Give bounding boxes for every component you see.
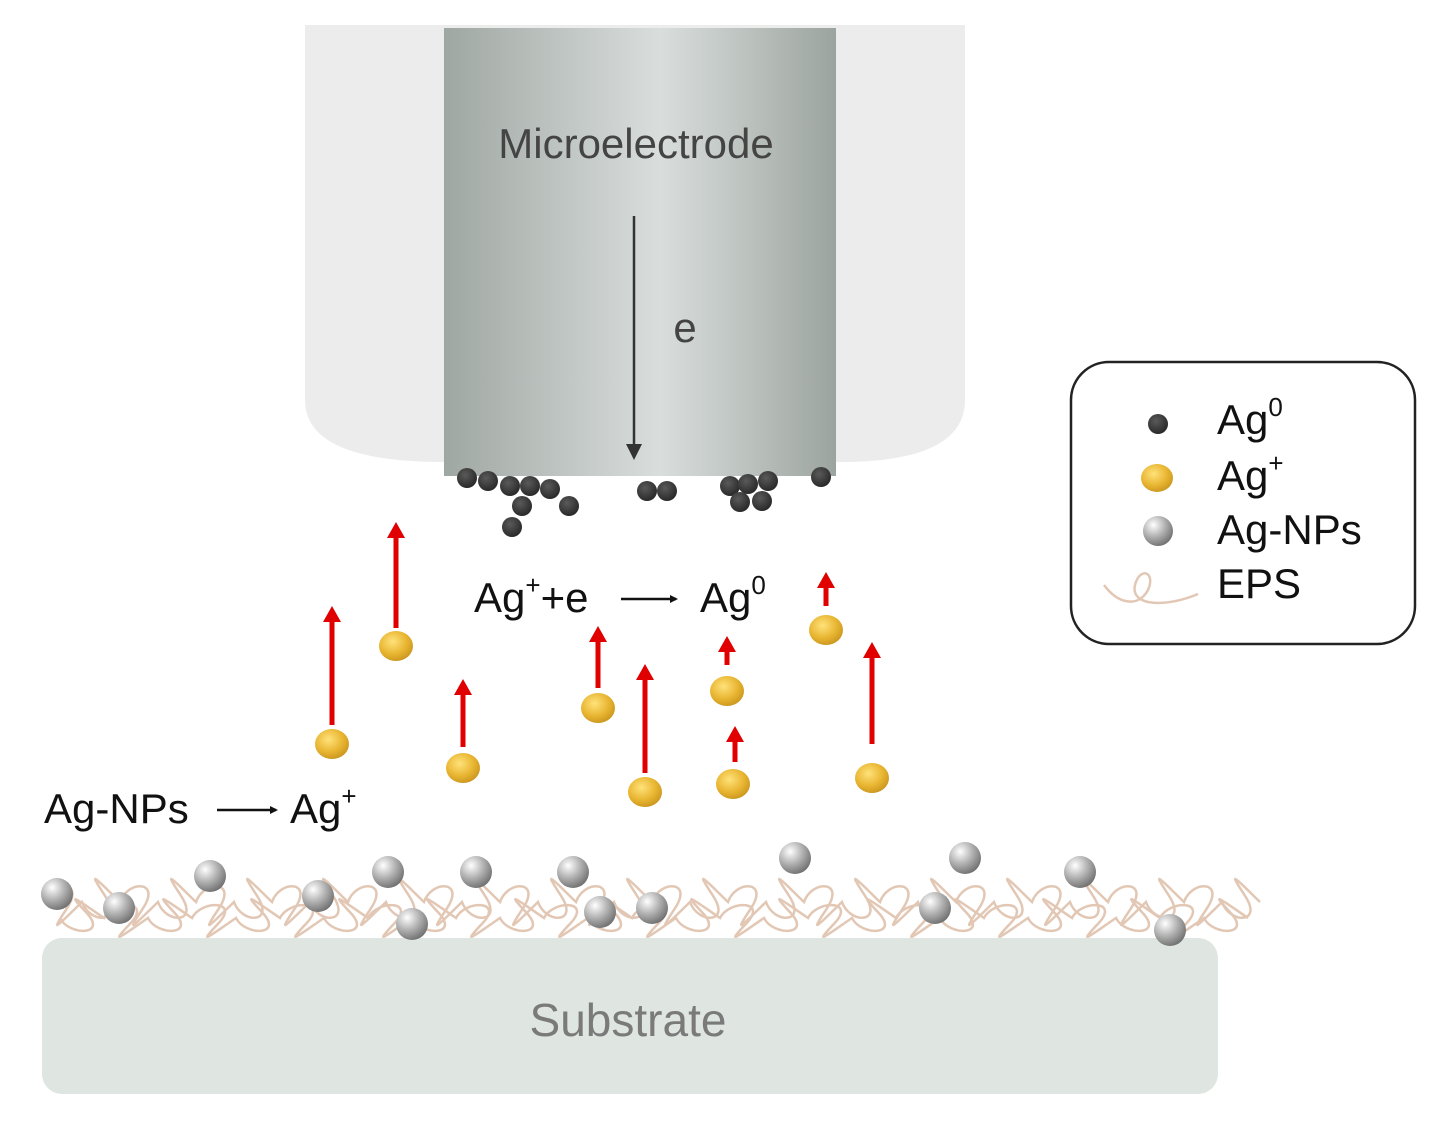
ag0-particle xyxy=(500,476,520,496)
ag-plus-ion xyxy=(446,753,480,783)
ag-plus-ion xyxy=(315,729,349,759)
ag-plus-ion xyxy=(379,631,413,661)
ion-arrow-head xyxy=(726,726,744,742)
oxidation-right: Ag+ xyxy=(290,781,357,832)
ag-nanoparticles xyxy=(41,842,1186,946)
reduction-left: Ag++e xyxy=(474,570,588,621)
legend: Ag0 Ag+ Ag-NPs EPS xyxy=(1069,360,1417,646)
ag0-particle xyxy=(657,481,677,501)
electron-arrow-head xyxy=(626,444,642,460)
ag0-particle xyxy=(637,481,657,501)
ag-nanoparticle xyxy=(636,892,668,924)
reduction-right: Ag0 xyxy=(700,570,766,621)
ag-nanoparticle xyxy=(396,908,428,940)
legend-ag-np-label: Ag-NPs xyxy=(1217,506,1362,553)
eps-fiber xyxy=(58,897,1249,939)
ag0-particle xyxy=(752,491,772,511)
legend-eps-fiber xyxy=(1102,572,1199,605)
microelectrode-label: Microelectrode xyxy=(498,120,773,167)
ag-plus-ion xyxy=(581,693,615,723)
ag-nanoparticle xyxy=(779,842,811,874)
legend-ag-np-dot xyxy=(1143,516,1173,546)
ag-plus-ion xyxy=(855,763,889,793)
ion-arrows xyxy=(323,522,881,773)
ag0-particle xyxy=(520,476,540,496)
ag-nanoparticle xyxy=(302,880,334,912)
electron-label: e xyxy=(673,304,696,351)
ag0-particle xyxy=(478,471,498,491)
oxidation-reaction: Ag-NPs Ag+ xyxy=(44,781,357,832)
oxidation-left: Ag-NPs xyxy=(44,785,189,832)
ag-plus-ion xyxy=(716,769,750,799)
ag0-particle xyxy=(720,476,740,496)
ag-nanoparticle xyxy=(584,896,616,928)
legend-eps-label: EPS xyxy=(1217,560,1301,607)
electrode-core xyxy=(444,28,836,476)
ag-nanoparticle xyxy=(194,860,226,892)
ion-arrow-head xyxy=(387,522,405,538)
ag-plus-ion xyxy=(809,615,843,645)
ag-nanoparticle xyxy=(1064,856,1096,888)
ag-nanoparticle xyxy=(460,856,492,888)
ag0-particle xyxy=(559,496,579,516)
ag0-particle xyxy=(512,496,532,516)
legend-ag0-label: Ag0 xyxy=(1217,392,1283,443)
ion-arrow-head xyxy=(636,664,654,680)
ag-nanoparticle xyxy=(372,856,404,888)
ag0-particle xyxy=(457,468,477,488)
legend-ag-plus-dot xyxy=(1141,464,1173,492)
ag-nanoparticle xyxy=(103,892,135,924)
substrate: Substrate xyxy=(42,938,1218,1094)
ag0-particle xyxy=(758,471,778,491)
ag-nanoparticle xyxy=(919,892,951,924)
ag0-particle xyxy=(738,474,758,494)
ag0-particles xyxy=(457,467,831,537)
microelectrode: Microelectrode e xyxy=(305,25,965,476)
ag-nanoparticle xyxy=(949,842,981,874)
substrate-label: Substrate xyxy=(530,994,727,1046)
ion-arrow-head xyxy=(589,626,607,642)
ag-plus-ions xyxy=(315,615,889,807)
ion-arrow-head xyxy=(323,606,341,622)
ion-arrow-head xyxy=(863,642,881,658)
ag0-particle xyxy=(811,467,831,487)
reduction-reaction: Ag++e Ag0 xyxy=(474,570,766,621)
ag-nanoparticle xyxy=(41,878,73,910)
legend-ag-plus-label: Ag+ xyxy=(1217,448,1284,499)
ag0-particle xyxy=(540,479,560,499)
ag-nanoparticle xyxy=(557,856,589,888)
ag-nanoparticle xyxy=(1154,914,1186,946)
legend-ag0-dot xyxy=(1148,414,1168,434)
ion-arrow-head xyxy=(718,636,736,652)
ag0-particle xyxy=(730,492,750,512)
ag-plus-ion xyxy=(710,676,744,706)
ag0-particle xyxy=(502,517,522,537)
ion-arrow-head xyxy=(454,679,472,695)
ag-plus-ion xyxy=(628,777,662,807)
ion-arrow-head xyxy=(817,572,835,588)
substrate-block xyxy=(42,938,1218,1094)
